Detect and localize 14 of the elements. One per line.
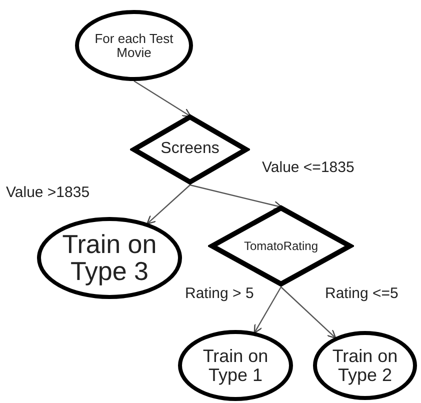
node-text: Train on Type 2 [331, 346, 399, 384]
node-text: Train on Type 1 [202, 346, 270, 384]
edge-label: Rating > 5 [185, 285, 254, 304]
edge-label: Rating <=5 [325, 285, 398, 304]
decision-diamond [130, 114, 250, 185]
node-text: Screens [160, 141, 220, 158]
arrow [134, 80, 192, 118]
arrow [190, 184, 283, 210]
node-text: For each Test Movie [94, 32, 174, 60]
decision-diamond [208, 205, 354, 287]
node-text: Train on Type 3 [61, 230, 158, 286]
node-text: TomatoRating [244, 240, 318, 252]
arrow [146, 184, 190, 224]
arrow [280, 286, 336, 339]
